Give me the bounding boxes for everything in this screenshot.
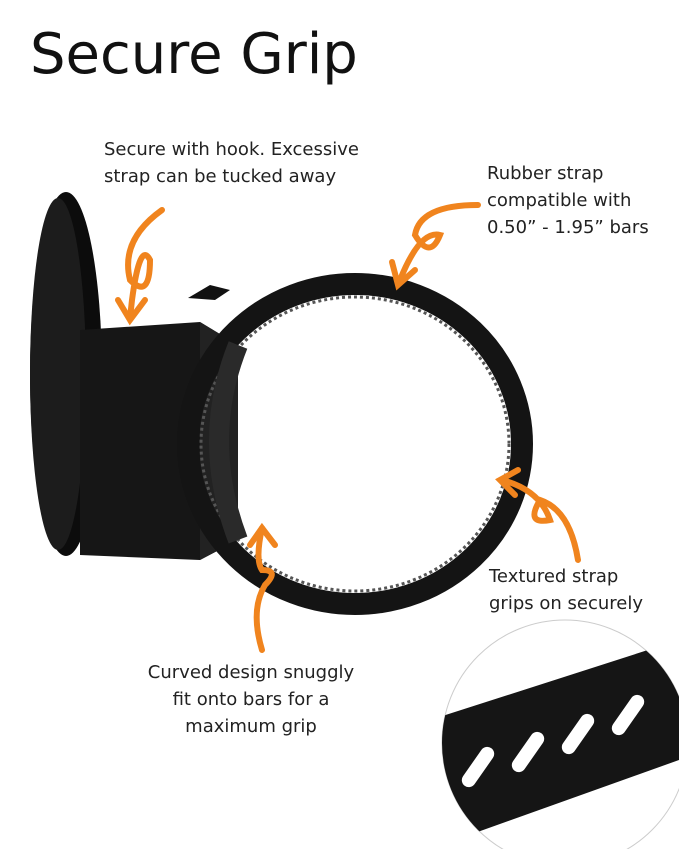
arrow-icon [125, 207, 165, 321]
callout-line: Textured strap [489, 566, 619, 587]
callout-line: fit onto bars for a [172, 689, 330, 710]
textured-strap-detail [442, 640, 679, 849]
arrow-icon [397, 202, 481, 283]
callout-texture: Textured strap grips on securely [489, 563, 643, 617]
callout-strap: Rubber strap compatible with 0.50” - 1.9… [487, 160, 649, 241]
curved-pad [209, 341, 248, 544]
arrow-icon [495, 467, 521, 498]
hook [188, 285, 230, 300]
callout-line: grips on securely [489, 593, 643, 614]
rubber-strap [177, 273, 533, 615]
arrow-icon [499, 477, 581, 563]
callout-line: Curved design snuggly [147, 662, 355, 683]
callout-line: strap can be tucked away [104, 166, 337, 187]
page-title: Secure Grip [30, 22, 358, 87]
arrow-icon [389, 259, 418, 291]
callout-line: compatible with [487, 190, 632, 211]
arrow-icon [115, 297, 148, 326]
callout-curve: Curved design snuggly fit onto bars for … [140, 659, 362, 740]
arrow-icon [253, 525, 275, 653]
callout-line: Secure with hook. Excessive [104, 139, 359, 160]
callout-hook: Secure with hook. Excessive strap can be… [104, 136, 359, 190]
arrow-icons [115, 202, 581, 653]
callout-line: Rubber strap [487, 163, 604, 184]
callout-line: 0.50” - 1.95” bars [487, 217, 649, 238]
arrow-icon [247, 522, 278, 548]
callout-line: maximum grip [185, 716, 317, 737]
